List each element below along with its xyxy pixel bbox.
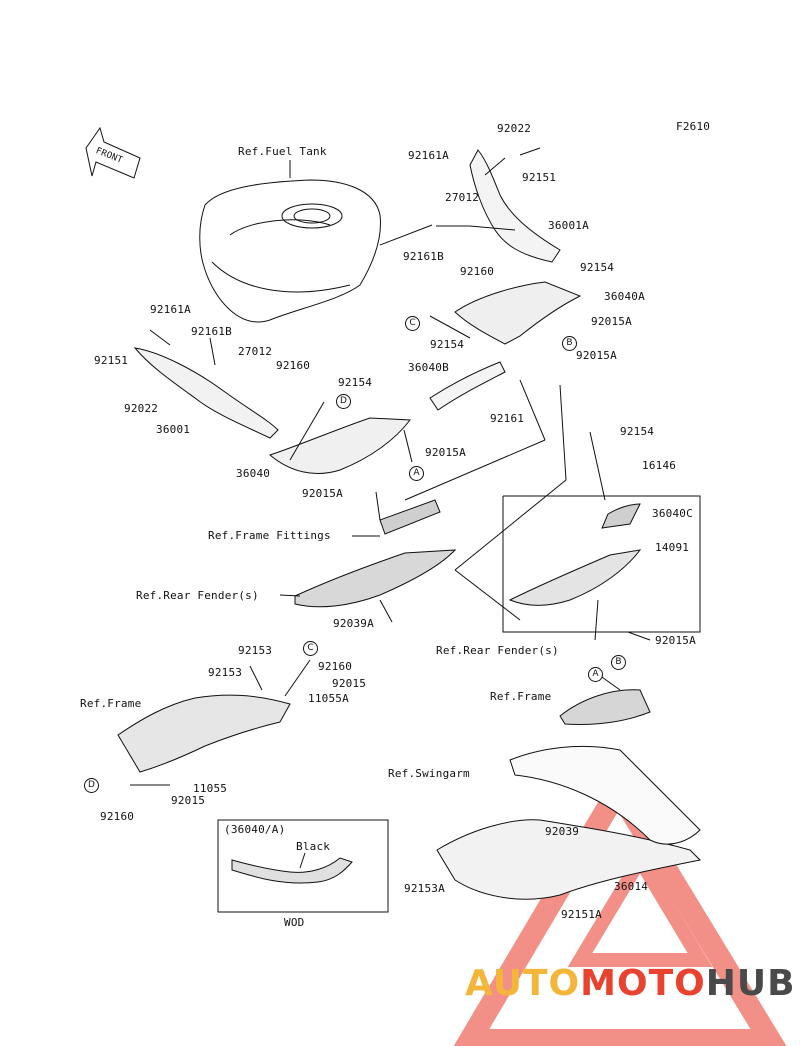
- watermark-triangle-logo: [453, 768, 787, 1046]
- bracket-36040B-shape: [429, 361, 506, 411]
- part-label: 92039: [545, 825, 580, 838]
- part-label: 92015A: [302, 487, 343, 500]
- part-label: 27012: [445, 191, 480, 204]
- callout-b: B: [562, 336, 577, 351]
- part-label: 92160: [460, 265, 495, 278]
- part-label: 92154: [620, 425, 655, 438]
- ref-frame-label-2: Ref.Frame: [490, 690, 552, 703]
- inset-title: (36040/A): [224, 823, 286, 836]
- part-label: 92154: [580, 261, 615, 274]
- part-label: 92161B: [191, 325, 232, 338]
- part-label: 92039A: [333, 617, 374, 630]
- part-label: 92161: [490, 412, 525, 425]
- ref-swingarm-label: Ref.Swingarm: [388, 767, 470, 780]
- part-label: 27012: [238, 345, 273, 358]
- part-label: 92154: [338, 376, 373, 389]
- callout-a-right: A: [588, 667, 603, 682]
- fuel-tank-outline: [199, 160, 433, 323]
- part-label: 92151: [94, 354, 129, 367]
- part-label: 92015A: [425, 446, 466, 459]
- swingarm-cover-36014-shape: [436, 745, 702, 900]
- part-label: 11055A: [308, 692, 349, 705]
- side-cover-36001-shape: [133, 347, 279, 439]
- part-label: 92151: [522, 171, 557, 184]
- part-label: 36001A: [548, 219, 589, 232]
- inset-color-label: Black: [296, 840, 331, 853]
- watermark-logo: AUTOMOTOHUB: [465, 964, 796, 1004]
- part-label: 92015: [332, 677, 367, 690]
- rear-fender-shape: [294, 499, 457, 608]
- part-label: 92153: [208, 666, 243, 679]
- watermark-moto: MOTO: [580, 963, 706, 1004]
- assembly-16146-box: [502, 495, 701, 633]
- callout-c-lower: C: [303, 641, 318, 656]
- callout-b-right: B: [611, 655, 626, 670]
- part-label: 92153: [238, 644, 273, 657]
- part-label: 11055: [193, 782, 228, 795]
- frame-bracket-shape: [117, 694, 291, 773]
- part-label: 92022: [124, 402, 159, 415]
- ref-fuel-tank-label: Ref.Fuel Tank: [238, 145, 327, 158]
- part-label: 92160: [100, 810, 135, 823]
- side-cover-36001A-shape: [436, 149, 561, 263]
- part-label: 92161B: [403, 250, 444, 263]
- part-label: 92154: [430, 338, 465, 351]
- frame-part-right-shape: [559, 689, 651, 725]
- part-label: 16146: [642, 459, 677, 472]
- part-label: 36040C: [652, 507, 693, 520]
- part-label: 36040A: [604, 290, 645, 303]
- part-label: 92161A: [408, 149, 449, 162]
- front-arrow-icon: [85, 126, 141, 179]
- part-label: 92015A: [591, 315, 632, 328]
- part-label: 92022: [497, 122, 532, 135]
- part-label: 36040: [236, 467, 271, 480]
- part-label: 36014: [614, 880, 649, 893]
- part-label: 92015: [171, 794, 206, 807]
- ref-rear-fender-label-2: Ref.Rear Fender(s): [436, 644, 559, 657]
- inset-box: [217, 819, 389, 913]
- watermark-auto: AUTO: [465, 963, 581, 1004]
- part-label: 36001: [156, 423, 191, 436]
- ref-rear-fender-label: Ref.Rear Fender(s): [136, 589, 259, 602]
- callout-a: A: [409, 466, 424, 481]
- ref-frame-fittings-label: Ref.Frame Fittings: [208, 529, 331, 542]
- part-label: 14091: [655, 541, 690, 554]
- part-label: 92015A: [576, 349, 617, 362]
- callout-d-lower: D: [84, 778, 99, 793]
- part-label: 92160: [318, 660, 353, 673]
- part-label: 92151A: [561, 908, 602, 921]
- part-label: 92015A: [655, 634, 696, 647]
- callout-c: C: [405, 316, 420, 331]
- seat-cover-36040-shape: [268, 417, 411, 474]
- watermark-hub: HUB: [705, 963, 796, 1004]
- callout-d: D: [336, 394, 351, 409]
- part-label: 92161A: [150, 303, 191, 316]
- leader-lines: [130, 147, 651, 786]
- part-label: 36040B: [408, 361, 449, 374]
- part-label: 92160: [276, 359, 311, 372]
- part-label: 92153A: [404, 882, 445, 895]
- inset-caption: WOD: [284, 916, 305, 929]
- seat-cover-36040A-shape: [454, 281, 582, 345]
- ref-frame-label: Ref.Frame: [80, 697, 142, 710]
- figure-code: F2610: [676, 120, 711, 133]
